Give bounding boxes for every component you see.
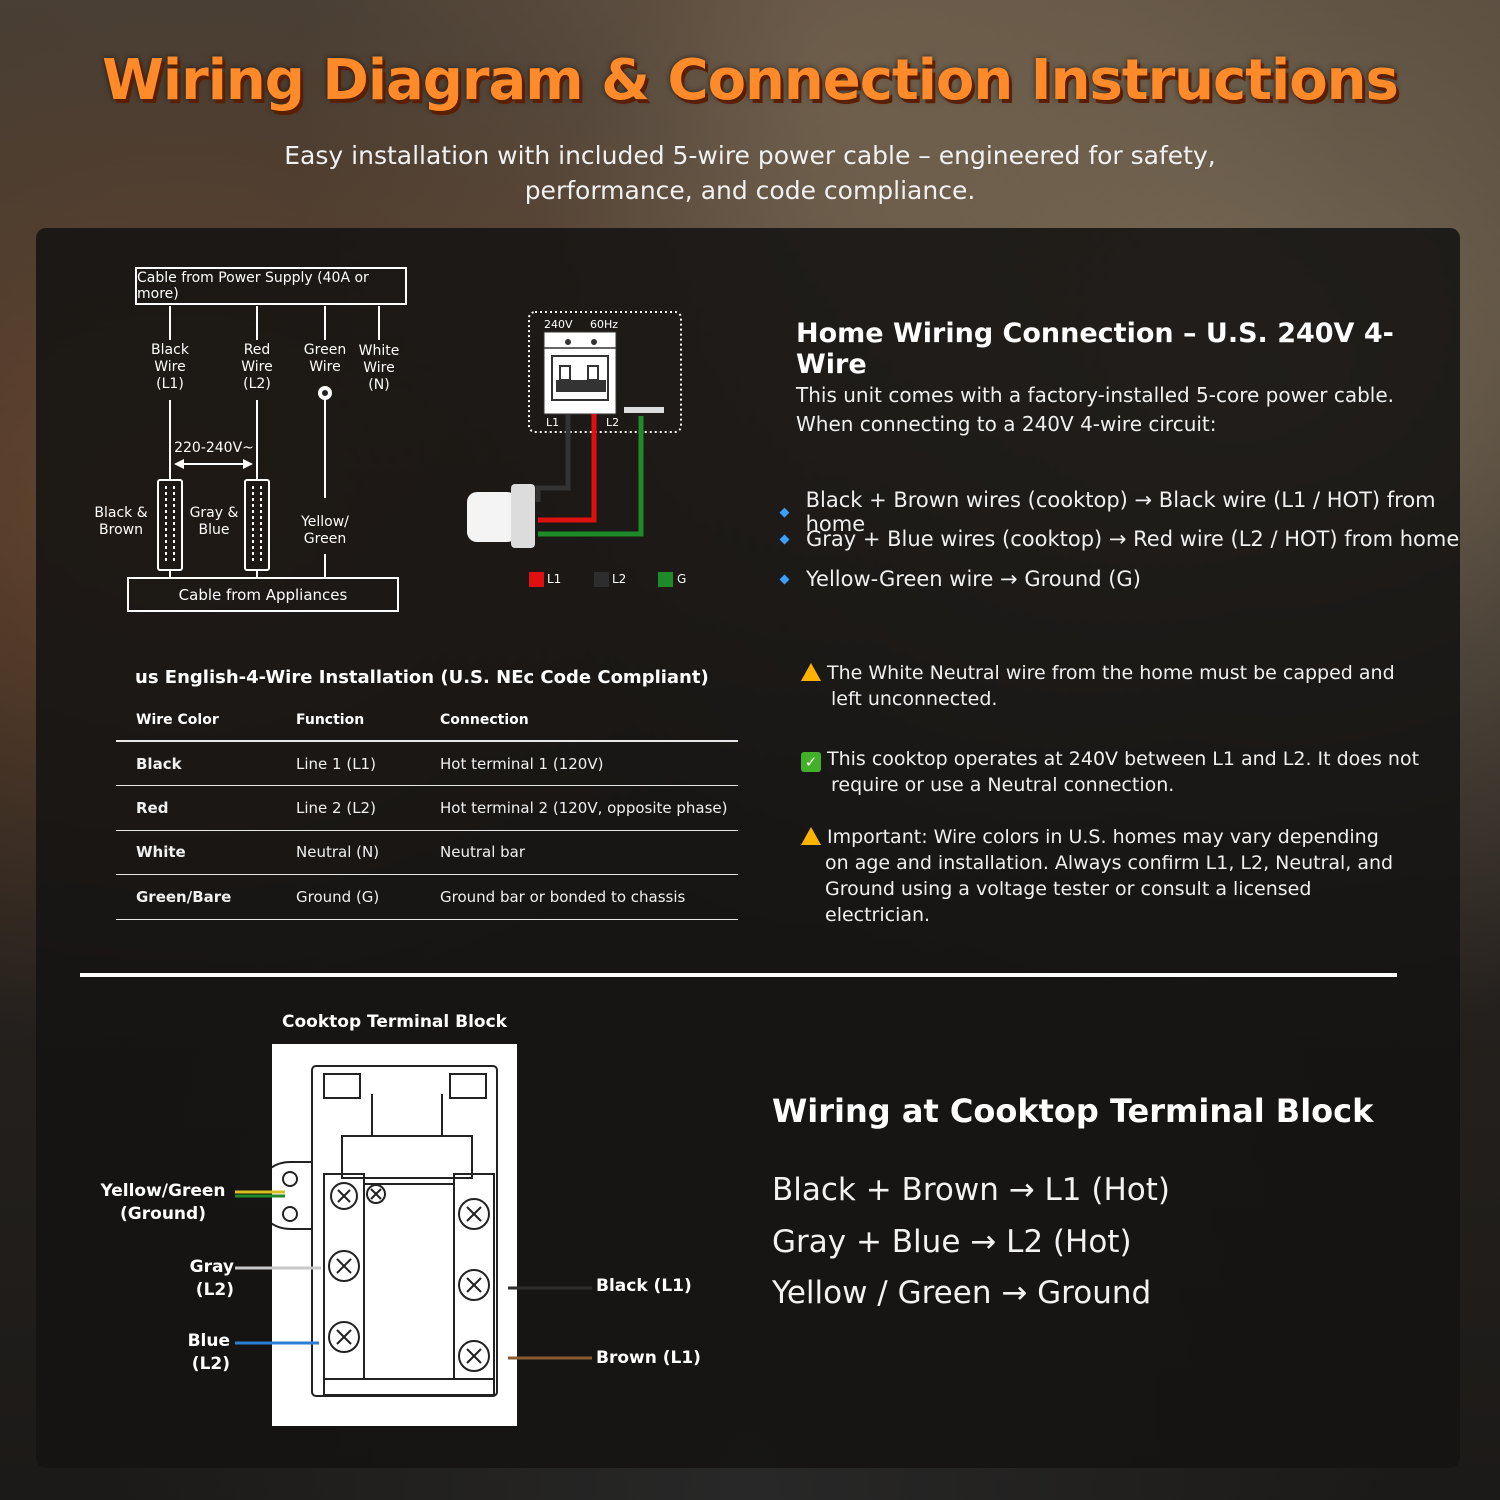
warning-icon [801,663,821,681]
home-wiring-intro: This unit comes with a factory-installed… [796,383,1395,436]
breaker-voltage: 240V [544,318,573,331]
gray-l2-label: Gray (L2) [189,1257,234,1300]
legend-swatch-l1 [529,572,544,587]
appliance-cable-box: Cable from Appliances [127,577,399,612]
power-supply-cable-box: Cable from Power Supply (40A or more) [135,267,407,305]
table-cell: Hot terminal 1 (120V) [420,741,738,786]
legend-label-g: G [677,572,687,586]
page-title: Wiring Diagram & Connection Instructions [102,48,1399,113]
black-l1-label: Black (L1) [596,1276,692,1296]
install-table-title: us English-4-Wire Installation (U.S. NEc… [135,667,709,688]
breaker-terminal-l1: L1 [546,416,560,429]
terminal-wiring-line: Yellow / Green → Ground [772,1275,1152,1311]
table-row: Black Line 1 (L1) Hot terminal 1 (120V) [116,741,738,786]
legend-swatch-g [658,572,673,587]
table-cell: Ground bar or bonded to chassis [420,874,738,920]
bullet-item: Black + Brown wires (cooktop) → Black wi… [779,488,1460,536]
home-wiring-heading: Home Wiring Connection – U.S. 240V 4-Wir… [796,318,1394,380]
breaker-terminal-l2: L2 [606,416,620,429]
legend-label-l1: L1 [547,572,562,586]
table-row: Green/Bare Ground (G) Ground bar or bond… [116,874,738,920]
important-warning-note: Important: Wire colors in U.S. homes may… [801,824,1393,928]
right-wire-leads [508,1286,592,1360]
terminal-block-drawing [272,1065,498,1397]
bullet-item: Yellow-Green wire → Ground (G) [779,567,1141,591]
legend-label-l2: L2 [612,572,627,586]
table-row: White Neutral (N) Neutral bar [116,830,738,875]
breaker-frequency: 60Hz [590,318,619,331]
terminal-wiring-heading: Wiring at Cooktop Terminal Block [772,1092,1374,1130]
content-panel: Cable from Power Supply (40A or more) [36,228,1460,1468]
breaker-illustration [467,311,682,548]
diamond-bullet-icon [779,534,790,544]
table-cell: Green/Bare [116,874,276,920]
table-header: Wire Color [116,700,276,742]
table-cell: White [116,830,276,875]
left-wire-leads [235,1190,321,1345]
table-cell: Hot terminal 2 (120V, opposite phase) [420,785,738,831]
terminal-wiring-line: Gray + Blue → L2 (Hot) [772,1224,1132,1260]
warning-icon [801,827,821,845]
table-cell: Red [116,785,276,831]
black-brown-label: Black &Brown [94,505,148,538]
table-header: Connection [420,700,738,742]
table-cell: Neutral bar [420,830,738,875]
section-divider [80,973,1397,977]
table-header: Function [276,700,420,742]
table-cell: Line 2 (L2) [276,785,420,831]
terminal-block-title: Cooktop Terminal Block [282,1012,507,1032]
diamond-bullet-icon [779,507,790,517]
blue-l2-label: Blue (L2) [187,1331,230,1374]
install-table: Wire Color Function Connection Black Lin… [116,700,738,920]
voltage-label: 220-240V~ [174,440,254,456]
table-cell: Ground (G) [276,874,420,920]
table-cell: Neutral (N) [276,830,420,875]
table-row: Red Line 2 (L2) Hot terminal 2 (120V, op… [116,785,738,831]
table-header-row: Wire Color Function Connection [116,700,738,742]
gray-blue-label: Gray &Blue [189,505,239,538]
table-cell: Black [116,741,276,786]
bullet-item: Gray + Blue wires (cooktop) → Red wire (… [779,527,1459,551]
yellow-green-label: Yellow/Green [301,514,349,547]
legend-swatch-l2 [594,572,609,587]
yellow-green-ground-label: Yellow/Green (Ground) [100,1181,226,1224]
cable-diagram-lines [157,306,380,578]
diamond-bullet-icon [779,574,790,584]
check-icon: ✓ [801,752,821,772]
terminal-wiring-line: Black + Brown → L1 (Hot) [772,1172,1171,1208]
voltage-check-note: ✓This cooktop operates at 240V between L… [801,746,1419,798]
brown-l1-label: Brown (L1) [596,1348,701,1368]
page-subtitle: Easy installation with included 5-wire p… [284,141,1216,205]
table-cell: Line 1 (L1) [276,741,420,786]
neutral-warning-note: The White Neutral wire from the home mus… [801,660,1395,712]
